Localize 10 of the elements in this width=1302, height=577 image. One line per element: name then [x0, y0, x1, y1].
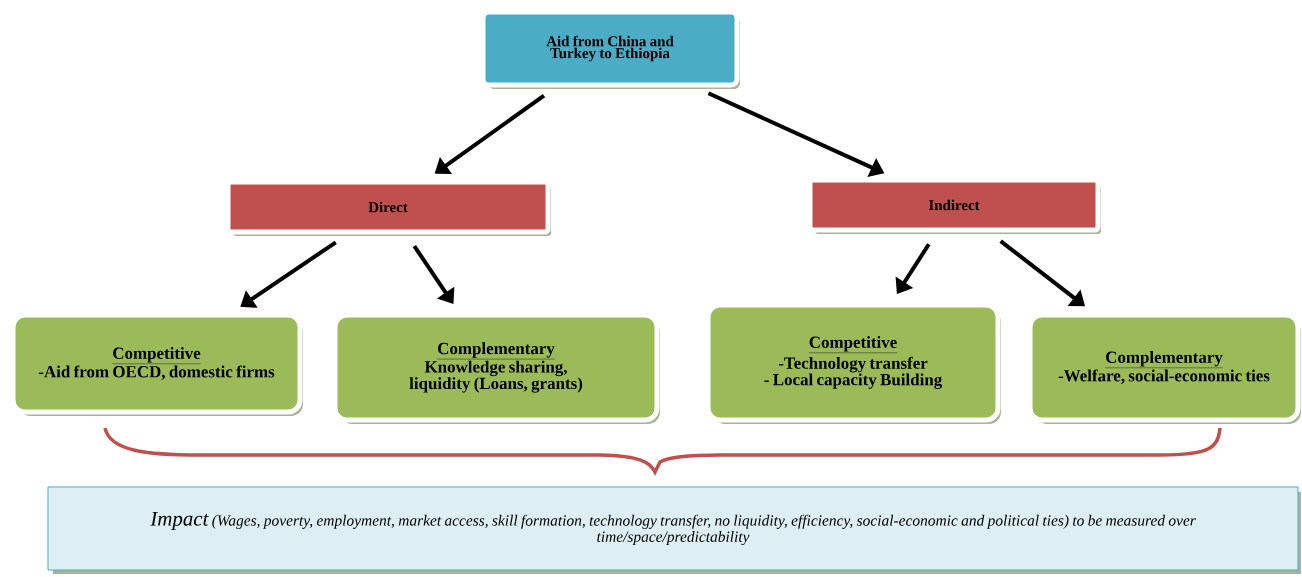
- impact-box: Impact (Wages, poverty, employment, market access, skill formation, technology transfer, no liquidity, efficiency, social-economic and political ties) to be measured over time/space/predictability: [47, 486, 1301, 574]
- effect-box: Competitive -Technology transfer - Local capacity Building: [705, 302, 1001, 424]
- arrow: [240, 240, 337, 308]
- effect-box: Complementary Knowledge sharing, liquidity (Loans, grants): [332, 312, 660, 424]
- category-box: Indirect: [807, 177, 1101, 234]
- title-box: Aid from China and Turkey to Ethiopia: [480, 9, 740, 89]
- effect-box: Complementary -Welfare, social-economic ties: [1027, 312, 1301, 424]
- category-box: Direct: [225, 179, 551, 236]
- arrow: [895, 243, 931, 294]
- effect-box: Competitive -Aid from OECD, domestic firms: [10, 312, 303, 416]
